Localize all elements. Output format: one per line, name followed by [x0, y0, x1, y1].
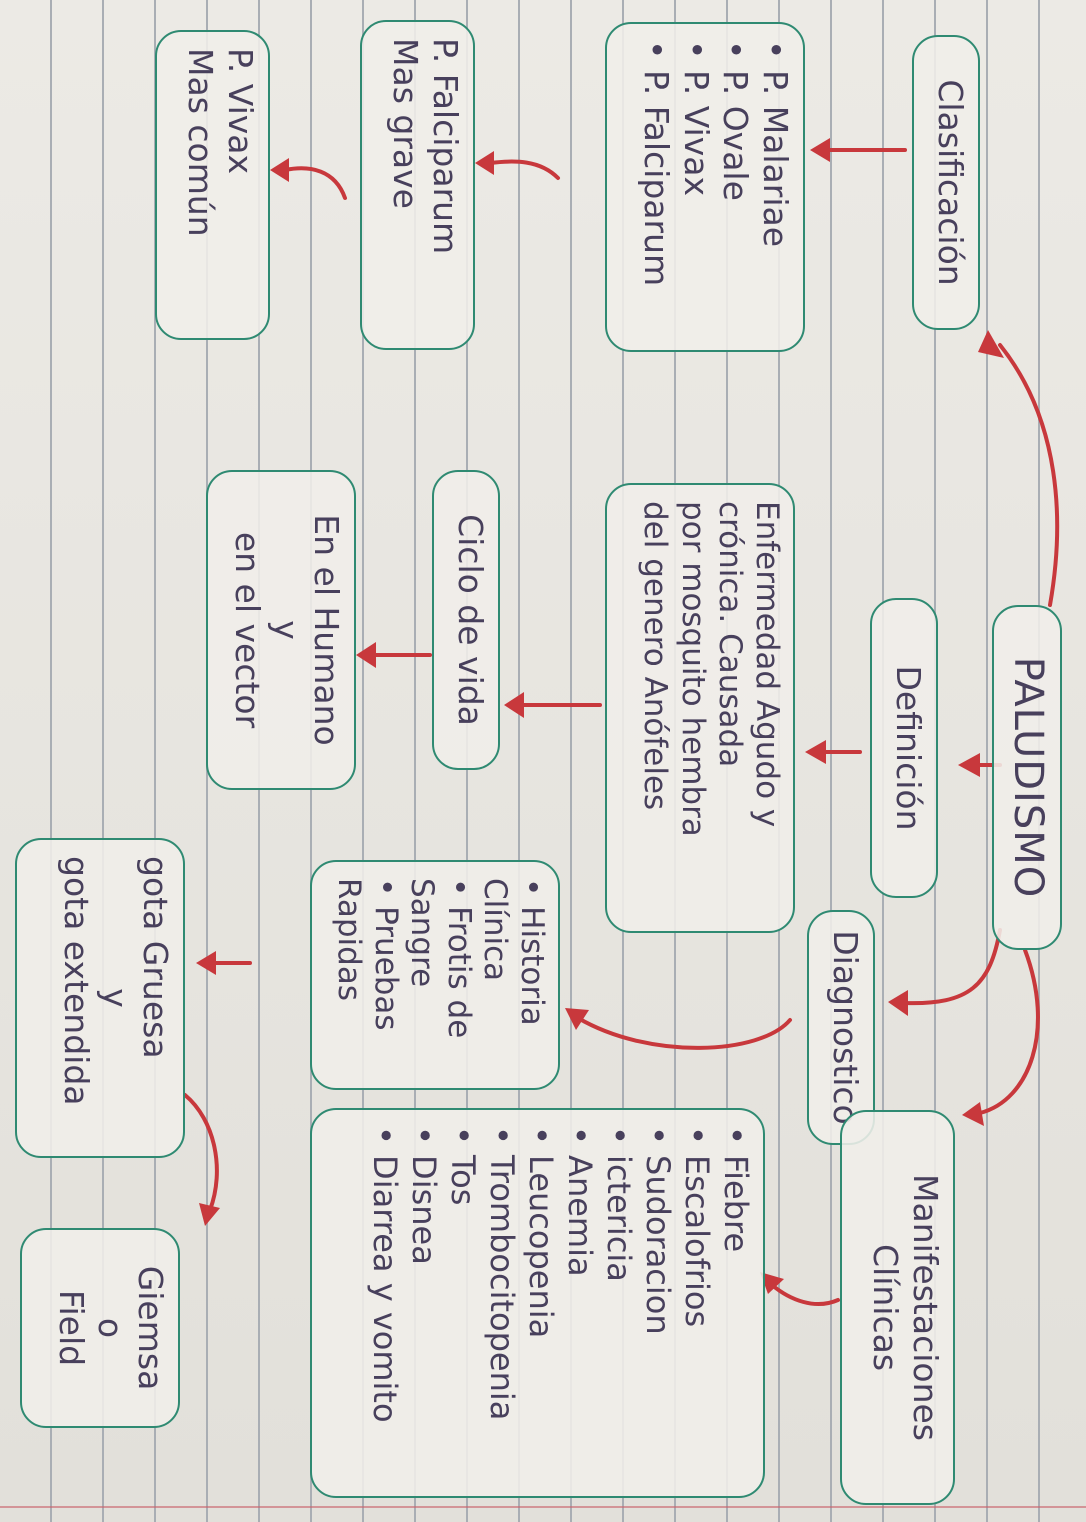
gota-line-1: gota Gruesa	[136, 856, 175, 1059]
vivax-line-1: P. Vivax	[221, 48, 260, 175]
node-root: PALUDISMO	[992, 605, 1062, 950]
arrow-manifestaciones-to-list	[770, 1283, 840, 1306]
giemsa-line-2: o	[91, 1317, 131, 1339]
node-definicion-text: Definición	[889, 665, 928, 831]
sintoma-8: • Tos	[443, 1126, 482, 1206]
especie-3: • P. Vivax	[676, 40, 716, 196]
node-manifestaciones: Manifestaciones Clínicas	[840, 1110, 955, 1505]
arrow-root-to-clasificacion	[998, 343, 1060, 607]
arrow-head-falciparum	[475, 151, 494, 175]
arrow-head-pruebas	[565, 1008, 589, 1030]
arrow-head-manifestaciones	[962, 1102, 984, 1126]
giemsa-line-1: Giemsa	[131, 1265, 170, 1391]
arrow-head-humano	[356, 642, 376, 668]
arrow-head-diagnostico	[888, 990, 908, 1016]
arrow-list-to-falciparum	[488, 159, 560, 180]
arrow-root-to-manifestaciones	[978, 948, 1040, 1115]
sintoma-4: • ictericia	[599, 1126, 638, 1282]
node-definicion: Definición	[870, 598, 938, 898]
diag-line-2: Clínica	[477, 878, 514, 982]
arrow-root-to-diagnostico	[903, 928, 1002, 1006]
node-ciclo-text: Ciclo de vida	[451, 514, 490, 726]
sintoma-5: • Anemia	[560, 1126, 599, 1277]
sintoma-3: • Sudoracion	[638, 1126, 677, 1335]
arrow-head-definicion	[958, 753, 980, 777]
node-diagnostico-list: • Historia Clínica • Frotis de Sangre • …	[310, 860, 560, 1090]
definicion-line-3: por mosquito hembra	[674, 501, 711, 837]
especie-4: • P. Falciparum	[637, 40, 677, 287]
node-root-text: PALUDISMO	[1005, 656, 1051, 899]
manifestaciones-line-2: Clínicas	[866, 1243, 906, 1372]
falciparum-line-1: P. Falciparum	[426, 38, 465, 255]
sintoma-9: • Disnea	[404, 1126, 443, 1265]
arrow-head-ciclo	[504, 692, 524, 718]
node-diagnostico-text: Diagnostico	[826, 930, 865, 1125]
node-humano-vector: En el Humano y en el vector	[206, 470, 356, 790]
node-gota: gota Gruesa y gota extendida	[15, 838, 185, 1158]
arrow-falciparum-to-vivax	[283, 166, 347, 200]
especie-1: • P. Malariae	[756, 40, 795, 248]
arrow-head-def-text	[805, 740, 826, 764]
sintoma-2: • Escalofrios	[677, 1126, 716, 1328]
arrow-gota-to-giemsa	[183, 1093, 219, 1212]
node-giemsa: Giemsa o Field	[20, 1228, 180, 1428]
arrow-head-vivax	[270, 158, 289, 182]
node-definicion-text-box: Enfermedad Agudo y crónica. Causada por …	[605, 483, 795, 933]
gota-line-2: y	[96, 988, 136, 1008]
sintoma-10: • Diarrea y vomito	[365, 1126, 404, 1423]
diag-line-5: • Pruebas	[367, 878, 404, 1031]
humano-line-2: y	[267, 620, 307, 640]
diag-line-3: • Frotis de	[440, 878, 477, 1039]
humano-line-3: en el vector	[227, 531, 267, 729]
giemsa-line-3: Field	[51, 1289, 91, 1367]
arrow-head-giemsa	[199, 1203, 220, 1226]
node-especies-list: • P. Malariae • P. Ovale • P. Vivax • P.…	[605, 22, 805, 352]
definicion-line-2: crónica. Causada	[711, 501, 748, 768]
definicion-line-4: del genero Anófeles	[637, 501, 674, 811]
arrow-diagnostico-to-pruebas	[576, 1016, 792, 1050]
falciparum-line-2: Mas grave	[386, 38, 426, 209]
node-clasificacion: Clasificación	[912, 35, 980, 330]
node-falciparum: P. Falciparum Mas grave	[360, 20, 475, 350]
definicion-line-1: Enfermedad Agudo y	[749, 501, 785, 828]
especie-2: • P. Ovale	[716, 40, 756, 201]
node-ciclo-de-vida: Ciclo de vida	[432, 470, 500, 770]
node-clasificacion-text: Clasificación	[931, 79, 970, 286]
manifestaciones-line-1: Manifestaciones	[906, 1174, 945, 1441]
sintoma-6: • Leucopenia	[521, 1126, 560, 1339]
diag-line-6: Rapidas	[331, 878, 368, 1001]
node-vivax: P. Vivax Mas común	[155, 30, 270, 340]
diag-line-1: • Historia	[514, 878, 550, 1026]
arrow-head-manifestaciones-list	[760, 1272, 784, 1294]
humano-line-1: En el Humano	[307, 514, 346, 746]
diag-line-4: Sangre	[404, 878, 441, 988]
page-margin-line	[0, 1506, 1086, 1508]
vivax-line-2: Mas común	[181, 48, 221, 237]
node-sintomas-list: • Fiebre • Escalofrios • Sudoracion • ic…	[310, 1108, 765, 1498]
sintoma-1: • Fiebre	[717, 1126, 755, 1253]
gota-line-3: gota extendida	[56, 856, 96, 1106]
arrow-head-clasificacion	[978, 330, 1004, 358]
arrow-head-list	[810, 138, 830, 162]
arrow-head-gota	[196, 951, 216, 975]
sintoma-7: • Trombocitopenia	[482, 1126, 521, 1421]
